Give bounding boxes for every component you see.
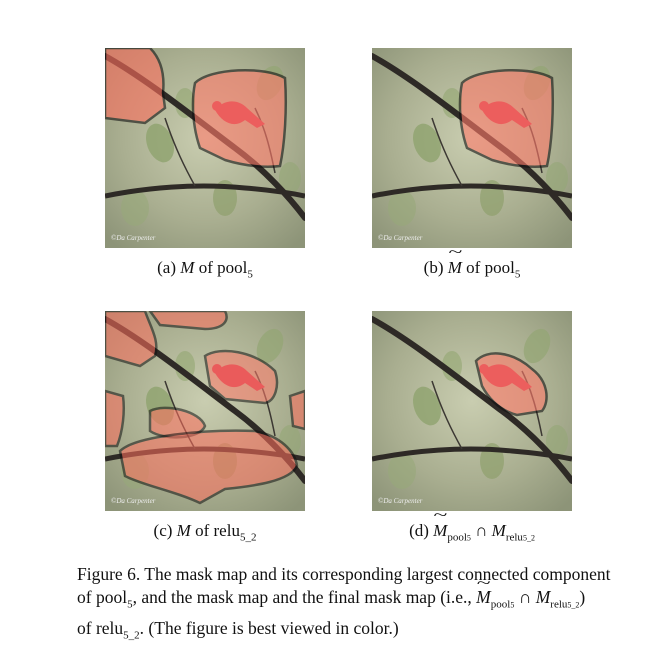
panel-a-image: ©Da Carpenter — [105, 48, 305, 248]
watermark: ©Da Carpenter — [111, 234, 156, 242]
panel-d-image: ©Da Carpenter — [372, 311, 572, 511]
watermark: ©Da Carpenter — [111, 497, 156, 505]
figure-caption: Figure 6. The mask map and its correspon… — [77, 563, 637, 647]
subcaption-c: (c) M of relu5_2 — [153, 521, 257, 544]
watermark: ©Da Carpenter — [378, 497, 423, 505]
subcaption-d: (d) Mpool5 ∩ Mrelu5_2 — [362, 521, 582, 543]
subcaption-a: (a) M of pool5 — [157, 258, 253, 281]
panel-c-image: ©Da Carpenter — [105, 311, 305, 511]
panel-b-image: ©Da Carpenter — [372, 48, 572, 248]
subcaption-b: (b) M of pool5 — [362, 258, 582, 280]
watermark: ©Da Carpenter — [378, 234, 423, 242]
